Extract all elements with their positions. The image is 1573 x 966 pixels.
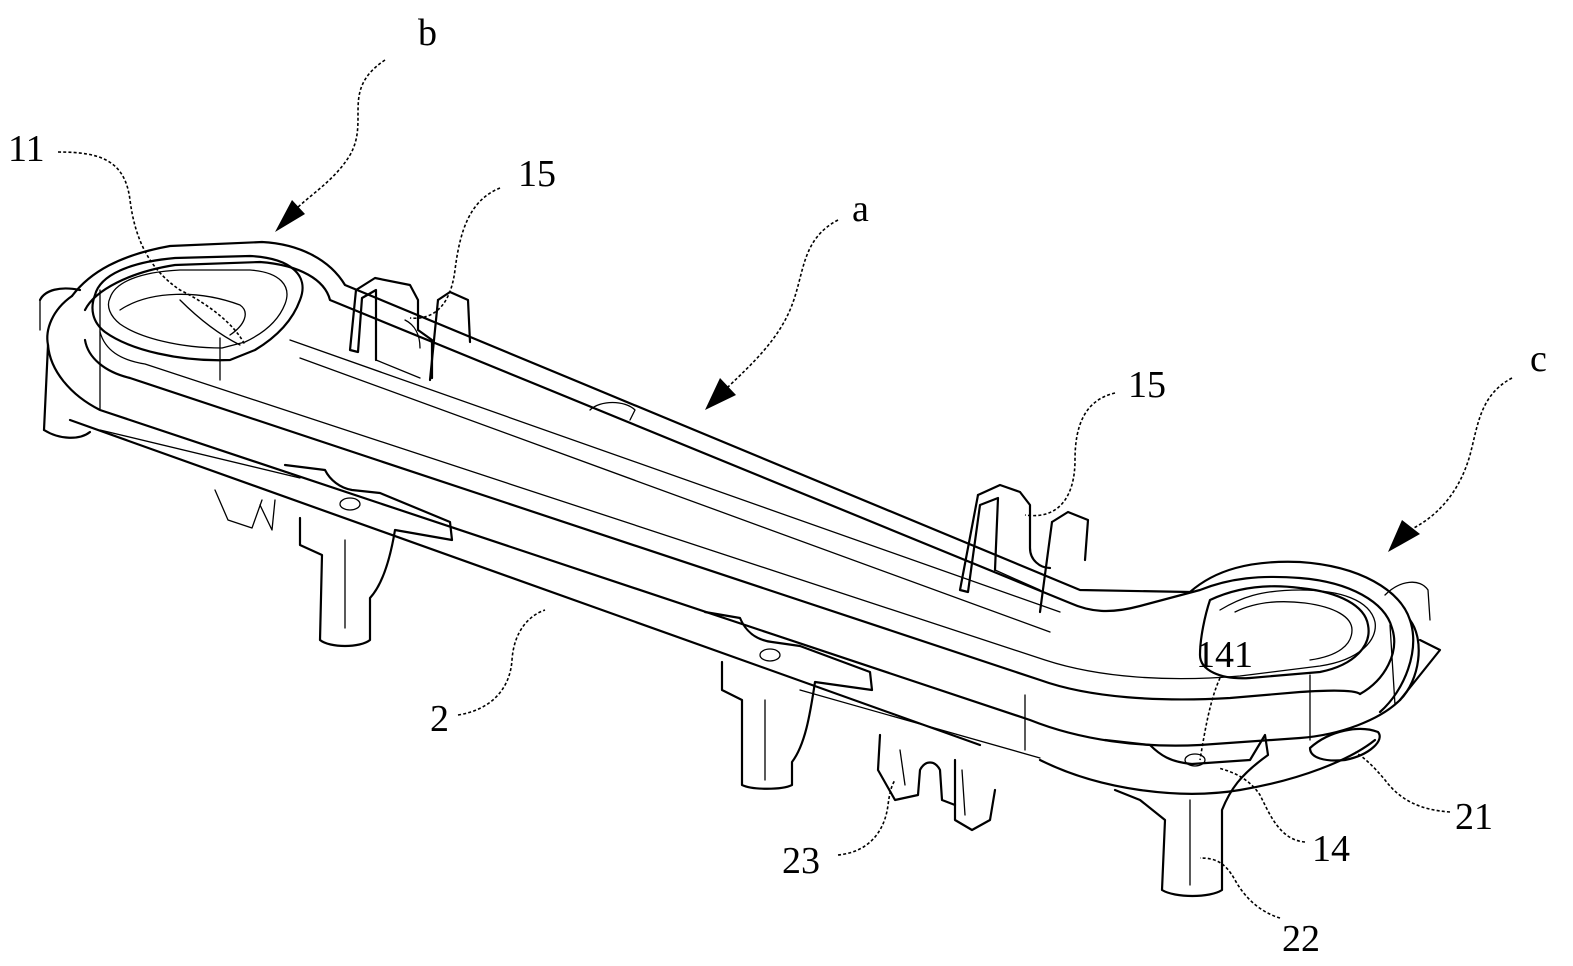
boss-21 [1308, 727, 1381, 762]
left-oval-opening [91, 254, 304, 362]
leader-lines [57, 151, 1451, 919]
label-15-right: 15 [1128, 364, 1166, 406]
label-22: 22 [1282, 918, 1320, 960]
arrow-b [275, 59, 386, 232]
label-2: 2 [430, 698, 449, 740]
label-b: b [418, 12, 437, 54]
label-a: a [852, 188, 869, 230]
frame-body [38, 240, 1442, 795]
clip-15-left [348, 276, 472, 382]
label-23: 23 [782, 840, 820, 882]
center-boss [589, 401, 636, 421]
label-14: 14 [1312, 828, 1350, 870]
mount-tab-left [214, 463, 454, 648]
label-15-left: 15 [518, 153, 556, 195]
arrow-c [1388, 377, 1513, 552]
arrow-a [705, 219, 839, 410]
label-141: 141 [1196, 634, 1253, 676]
clip-15-right [958, 483, 1090, 614]
label-11: 11 [8, 128, 45, 170]
mount-tab-middle [703, 610, 874, 790]
right-oval-opening [1198, 585, 1370, 680]
label-c: c [1530, 338, 1547, 380]
clip-23 [876, 733, 997, 832]
mount-tab-right [1103, 733, 1270, 898]
label-21: 21 [1455, 796, 1493, 838]
